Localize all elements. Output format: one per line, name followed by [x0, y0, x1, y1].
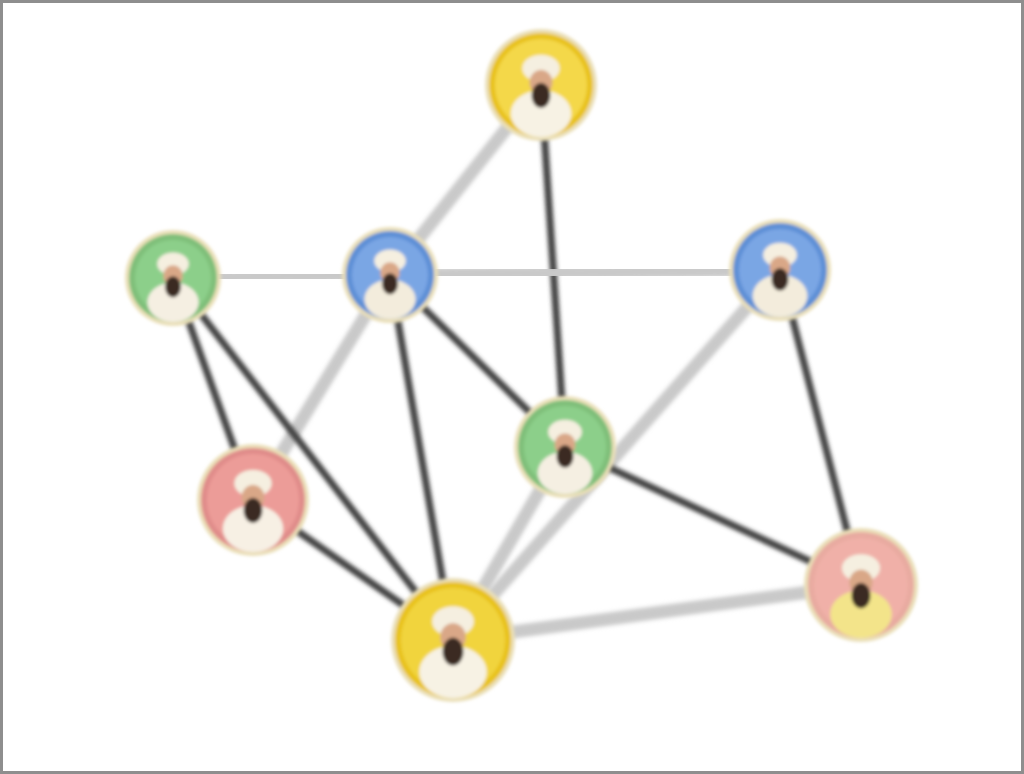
portrait-robe — [752, 274, 808, 317]
portrait-turban — [374, 249, 406, 273]
portrait-beard — [771, 268, 789, 291]
portrait-robe — [830, 590, 892, 639]
portrait-turban — [157, 252, 189, 276]
portrait-turban — [763, 242, 797, 268]
nodes-layer — [125, 29, 918, 702]
portrait-robe — [147, 282, 199, 323]
portrait-turban — [841, 554, 881, 582]
node-n2[interactable] — [125, 230, 221, 326]
edges-layer — [166, 78, 868, 647]
portrait-robe — [364, 279, 416, 320]
portrait-robe — [510, 90, 572, 137]
portrait-robe — [537, 451, 593, 494]
node-n8[interactable] — [804, 528, 918, 642]
node-n6[interactable] — [197, 444, 309, 556]
portrait-turban — [234, 469, 272, 497]
node-n3[interactable] — [342, 227, 438, 323]
node-n4[interactable] — [729, 219, 831, 321]
portrait-beard — [531, 82, 551, 108]
portrait-beard — [442, 637, 464, 666]
edge-n4-n7 — [446, 263, 787, 647]
portrait-beard — [851, 582, 871, 609]
portrait-beard — [243, 497, 263, 523]
portrait-robe — [419, 645, 487, 699]
node-n5[interactable] — [514, 396, 616, 498]
edge-n2-n7 — [169, 274, 457, 644]
node-n7[interactable] — [391, 578, 515, 702]
portrait-turban — [548, 419, 582, 445]
edge-n1-n5 — [537, 81, 569, 451]
portrait-robe — [222, 505, 284, 552]
edge-n3-n4 — [383, 263, 787, 282]
portrait-beard — [165, 276, 181, 298]
portrait-beard — [556, 445, 574, 468]
portrait-turban — [432, 606, 474, 637]
edge-n7-n8 — [446, 578, 868, 647]
node-n1[interactable] — [485, 29, 597, 141]
portrait-turban — [522, 54, 560, 82]
portrait-beard — [382, 273, 398, 295]
